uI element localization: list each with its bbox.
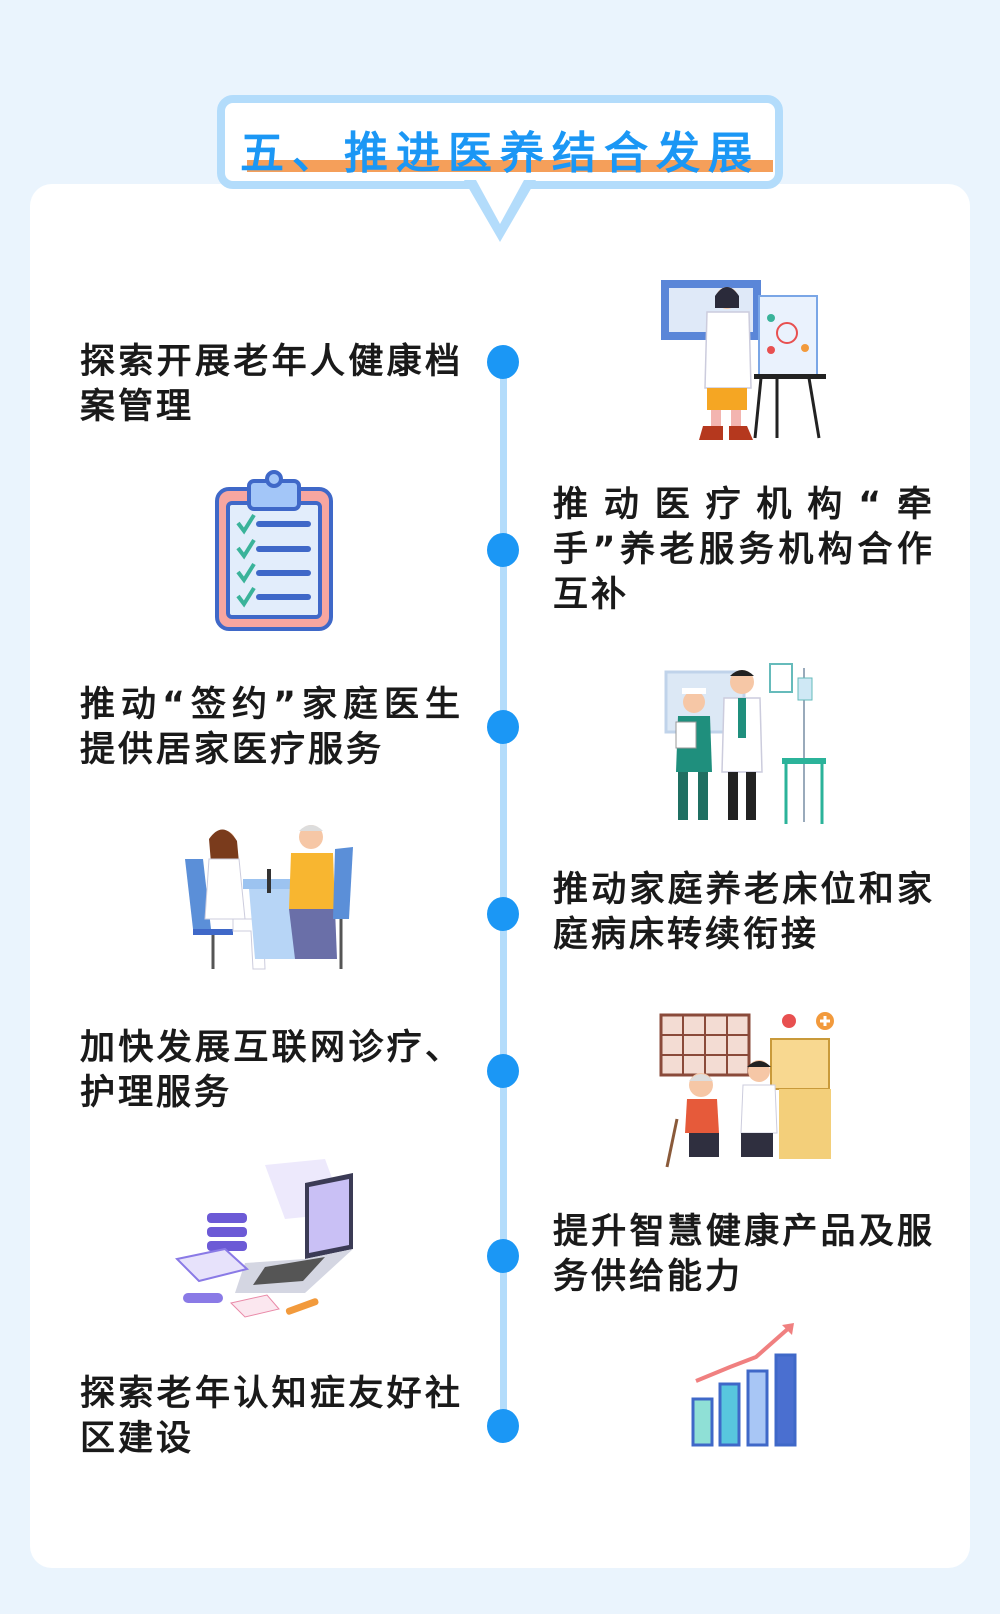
banner-pointer bbox=[464, 180, 536, 242]
timeline-item-text: 加快发展互联网诊疗、护理服务 bbox=[80, 1028, 463, 1113]
elderly-consultation-illustration bbox=[659, 1012, 834, 1168]
timeline-item-text: 探索老年认知症友好社区建设 bbox=[80, 1374, 463, 1459]
growth-bar-chart-icon bbox=[691, 1323, 797, 1447]
page-title: 五、推进医养结合发展 bbox=[240, 128, 760, 179]
nurse-doctor-illustration bbox=[664, 663, 826, 824]
timeline-item-text: 提升智慧健康产品及服务供给能力 bbox=[553, 1212, 935, 1297]
timeline-dot bbox=[487, 1239, 519, 1273]
timeline-item-text: 探索开展老年人健康档案管理 bbox=[80, 342, 463, 427]
timeline-dot bbox=[487, 897, 519, 931]
timeline-dot bbox=[487, 1409, 519, 1443]
laptop-telemedicine-illustration bbox=[175, 1159, 353, 1318]
doctor-presenting-illustration bbox=[661, 280, 826, 440]
timeline-dot bbox=[487, 345, 519, 379]
timeline-dot bbox=[487, 710, 519, 744]
title-banner: 五、推进医养结合发展 bbox=[217, 95, 783, 189]
timeline-item-text: 推动医疗机构“牵手”养老服务机构合作互补 bbox=[553, 485, 935, 615]
timeline-item-text: 推动家庭养老床位和家庭病床转续衔接 bbox=[553, 870, 935, 955]
timeline-item-text: 推动“签约”家庭医生提供居家医疗服务 bbox=[80, 685, 463, 770]
clipboard-checklist-icon bbox=[215, 470, 333, 631]
title-underline bbox=[247, 160, 773, 172]
blood-pressure-check-illustration bbox=[185, 825, 353, 970]
timeline-dot bbox=[487, 533, 519, 567]
timeline-line bbox=[500, 362, 507, 1426]
timeline-dot bbox=[487, 1054, 519, 1088]
